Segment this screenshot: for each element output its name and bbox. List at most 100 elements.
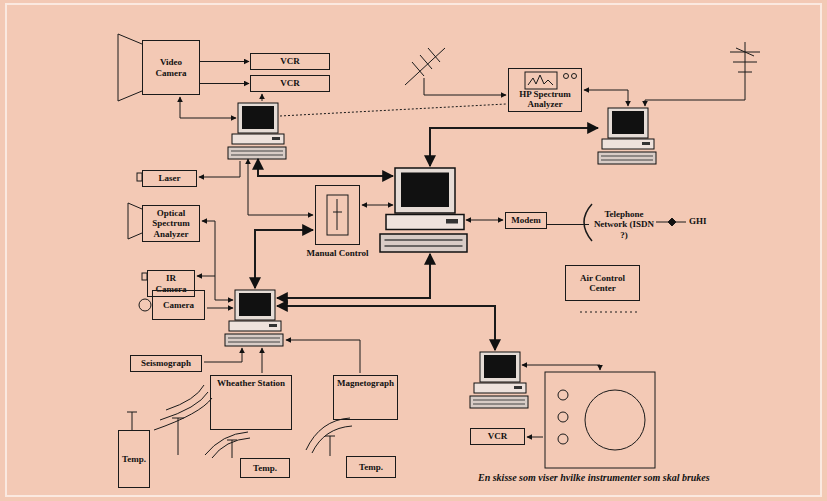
device-drawings [525, 72, 557, 89]
wires [280, 104, 506, 116]
sensor-box: Seismograph [130, 355, 202, 372]
control-center-box: Air Control Center [565, 265, 640, 301]
device-drawings [558, 412, 568, 422]
vcr-box: VCR [470, 428, 525, 445]
device-drawings [128, 203, 142, 239]
device-drawings [528, 75, 553, 85]
vcr-box: VCR [250, 75, 330, 92]
device-drawings [333, 199, 342, 230]
node-label: Modem [511, 215, 541, 225]
computers [225, 290, 283, 346]
sensor-antennas [306, 418, 352, 453]
device-drawings [545, 372, 655, 468]
device-drawings [584, 204, 592, 241]
device-drawings [405, 48, 445, 95]
device-drawings [558, 390, 568, 400]
control-box: Manual Control [315, 185, 360, 245]
sensor-box: Magnetograph [333, 375, 398, 420]
wires [580, 312, 640, 313]
analyzer-box: Optical Spectrum Analyzer [142, 205, 200, 242]
weather-station-box: Wheather Station [210, 375, 292, 430]
connector [547, 224, 589, 225]
laser-box: Laser [142, 170, 197, 187]
camera-box: Camera [152, 290, 205, 320]
connector [200, 61, 249, 62]
camera-box: IR Camera [147, 270, 195, 297]
wires [527, 437, 543, 438]
sensor-antennas [172, 418, 184, 455]
caption: En skisse som viser hvilke instrumenter … [478, 472, 710, 483]
node-label: Camera [163, 300, 194, 310]
node-label: Manual Control [306, 248, 368, 258]
device-drawings [118, 34, 142, 101]
node-label: Magnetograph [337, 378, 394, 388]
node-label: Telephone Network (ISDN ?) [593, 209, 655, 239]
analyzer-box: HP Spectrum Analyzer [508, 68, 582, 112]
wires [262, 348, 263, 373]
wires [258, 159, 393, 176]
temp-sensor-box: Temp. [118, 430, 150, 488]
node-label: Wheather Station [217, 378, 285, 388]
connector [200, 83, 249, 84]
node-label: VCR [280, 56, 300, 66]
device-drawings [730, 42, 760, 95]
device-drawings [572, 74, 577, 79]
wires [199, 161, 240, 177]
wires [262, 94, 263, 101]
text-label: GHI [689, 217, 707, 227]
sensor-antennas [127, 412, 137, 430]
sensor-antennas [205, 432, 250, 458]
sensor-antennas [227, 440, 237, 458]
wires [362, 205, 393, 206]
device-drawings [118, 34, 760, 468]
wires [202, 221, 233, 300]
wires [248, 159, 313, 215]
wires [424, 95, 506, 96]
computers [470, 352, 528, 408]
sensor-antennas [127, 385, 352, 458]
wires [286, 340, 360, 373]
camera-box: Video Camera [142, 40, 200, 95]
wires [277, 306, 495, 350]
node-label: Temp. [122, 454, 146, 464]
modem-box: Modem [505, 212, 547, 229]
wires [277, 254, 430, 298]
computers [228, 103, 286, 159]
wires [522, 365, 600, 370]
node-label: HP Spectrum Analyzer [512, 89, 578, 109]
device-drawings [327, 195, 348, 235]
computers [225, 103, 656, 408]
wires [466, 220, 503, 221]
node-label: Air Control Center [569, 273, 636, 293]
device-drawings [139, 299, 151, 311]
temp-sensor-box: Temp. [346, 456, 396, 478]
device-drawings [564, 74, 569, 79]
node-label: Temp. [359, 462, 383, 472]
node-label: Optical Spectrum Analyzer [146, 208, 196, 238]
wires [197, 276, 215, 277]
device-drawings [558, 434, 568, 444]
wires [204, 348, 242, 362]
wires [255, 230, 313, 288]
sensor-antennas [325, 436, 335, 456]
frame [6, 4, 821, 496]
node-label: Laser [159, 173, 181, 183]
node-label: VCR [280, 78, 300, 88]
sensor-antennas [154, 385, 212, 430]
wires [430, 128, 598, 166]
node-label: Video Camera [146, 57, 196, 77]
device-drawings [585, 390, 645, 450]
wires [668, 218, 676, 226]
computers [380, 168, 467, 252]
wires [180, 97, 236, 118]
node-label: Seismograph [141, 358, 191, 368]
network-node: Telephone Network (ISDN ?) [590, 206, 658, 243]
node-label: Temp. [253, 463, 277, 473]
temp-sensor-box: Temp. [240, 458, 290, 478]
wires [180, 90, 745, 437]
wires [584, 90, 628, 106]
computers [598, 108, 656, 164]
